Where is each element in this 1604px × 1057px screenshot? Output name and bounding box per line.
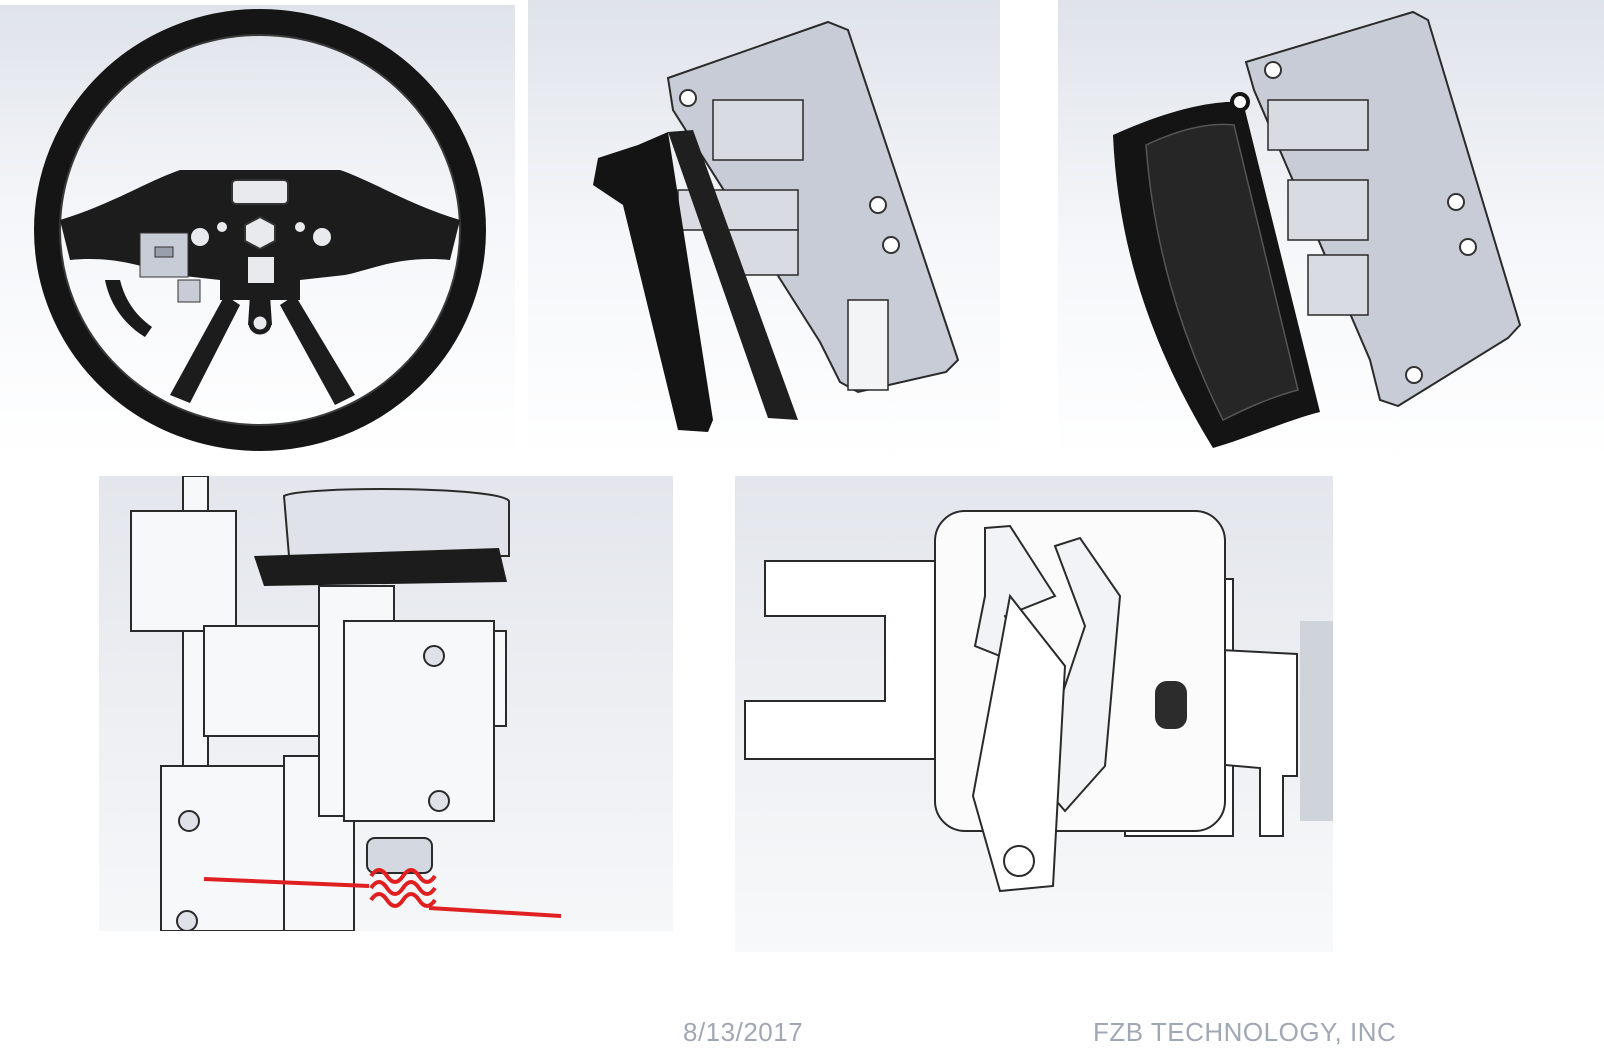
latch-assembly-side-illustration [528, 0, 1000, 463]
spring-hinge-detail-panel [99, 476, 673, 931]
latch-assembly-cover-illustration [1058, 0, 1604, 463]
steering-wheel-panel [0, 5, 515, 456]
footer-company: FZB TECHNOLOGY, INC [1093, 1017, 1397, 1047]
spring-hinge-illustration [99, 476, 673, 931]
latch-assembly-cover-panel [1058, 0, 1604, 463]
steering-wheel-illustration [0, 5, 515, 456]
latch-lever-detail-panel [735, 476, 1333, 952]
latch-lever-illustration [735, 476, 1333, 952]
footer-date: 8/13/2017 [683, 1017, 804, 1047]
latch-assembly-side-panel [528, 0, 1000, 463]
